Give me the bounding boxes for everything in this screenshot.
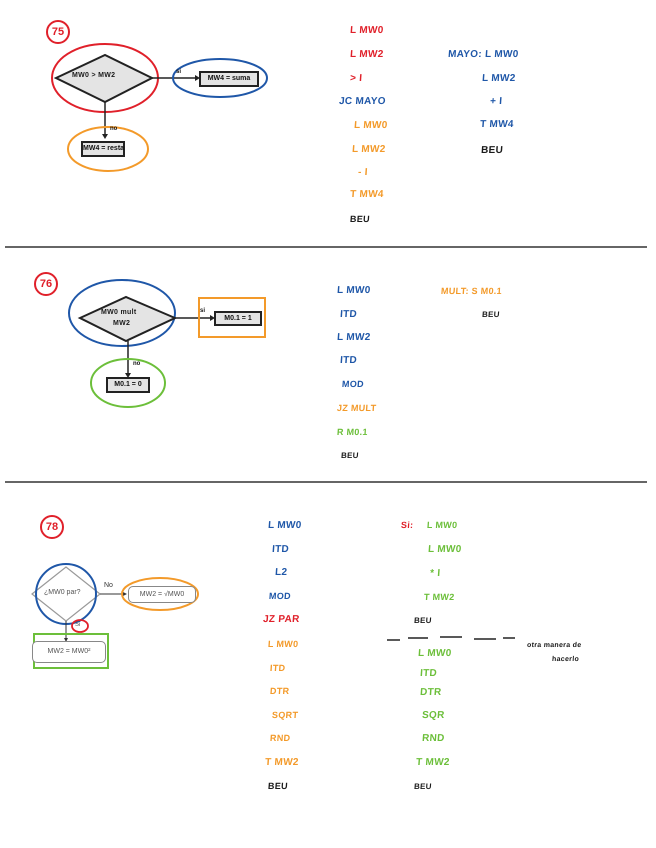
- ex76-yes-action: M0.1 = 1: [214, 311, 262, 326]
- ex76-condition-highlight: [68, 279, 176, 347]
- ex75-no-action: MW4 = resta: [81, 141, 125, 157]
- code-line: RND: [421, 733, 445, 744]
- ex75-no-label: no: [110, 126, 118, 132]
- ex78-no-action: MW2 = √MW0: [128, 586, 196, 603]
- code-line: ITD: [339, 309, 358, 320]
- code-line: * I: [429, 568, 441, 579]
- code-line: SQRT: [271, 710, 299, 720]
- code-line: DTR: [419, 687, 442, 698]
- code-line: ITD: [269, 663, 286, 673]
- code-line: ITD: [419, 668, 438, 679]
- code-line: T MW2: [415, 757, 451, 768]
- ex78-yes-action: MW2 = MW0²: [32, 641, 106, 663]
- ex76-yes-label: si: [200, 308, 206, 314]
- ex75-yes-arrowhead: [195, 75, 200, 81]
- code-line: T MW2: [264, 757, 300, 768]
- code-line: L MW0: [267, 639, 299, 649]
- code-line: BEU: [413, 782, 433, 791]
- code-line: BEU: [413, 616, 433, 625]
- ex75-no-arrowhead: [102, 134, 108, 139]
- code-line: JZ PAR: [262, 614, 301, 625]
- code-line: MULT: S M0.1: [440, 286, 503, 296]
- code-line: - I: [357, 167, 369, 178]
- code-line: L MW0: [349, 25, 384, 36]
- section-separator: [5, 481, 647, 483]
- code-line: MOD: [268, 591, 292, 601]
- code-line: L MW0: [353, 120, 388, 131]
- code-line: > I: [349, 73, 363, 84]
- ex78-no-arrowhead: [123, 592, 127, 596]
- code-label-si: Si:: [400, 520, 414, 530]
- code-line: BEU: [480, 145, 504, 156]
- ex78-yes-label-highlight: [71, 619, 89, 633]
- code-line: L MW2: [481, 73, 516, 84]
- ex78-no-highlight: [121, 577, 199, 611]
- code-line: L MW0: [426, 520, 458, 530]
- ex76-yes-arrowhead: [210, 315, 215, 321]
- section-separator: [5, 246, 647, 248]
- ex76-condition-line1: MW0 mult: [101, 309, 137, 316]
- code-line: L MW0: [427, 544, 462, 555]
- code-line: ITD: [339, 355, 358, 366]
- code-line: L2: [274, 567, 288, 578]
- code-line: DTR: [269, 686, 290, 696]
- code-line: T MW2: [423, 592, 455, 602]
- code-line: L MW2: [351, 144, 386, 155]
- code-line: T MW4: [479, 119, 515, 130]
- code-line: JC MAYO: [338, 96, 387, 107]
- code-line: R M0.1: [336, 427, 369, 437]
- ex75-yes-label: si: [176, 69, 182, 75]
- exercise-number-76: 76: [34, 272, 58, 296]
- ex76-flowchart: [68, 279, 266, 408]
- ex78-yes-label: Si: [75, 622, 81, 628]
- code-line: MOD: [341, 379, 365, 389]
- code-line: L MW2: [336, 332, 371, 343]
- exercise-number-78: 78: [40, 515, 64, 539]
- ex78-alt-dashed-separator: [387, 636, 515, 641]
- code-line: T MW4: [349, 189, 385, 200]
- ex76-no-highlight: [90, 358, 166, 408]
- ex76-yes-highlight: [198, 297, 266, 338]
- ex76-condition-line2: MW2: [113, 320, 131, 327]
- code-line: JZ MULT: [336, 403, 377, 413]
- code-line: L MW0: [336, 285, 371, 296]
- ex75-yes-highlight: [172, 58, 268, 98]
- code-line: L MW0: [417, 648, 452, 659]
- code-line: SQR: [421, 710, 445, 721]
- ex78-no-label: No: [104, 582, 113, 589]
- code-line: + I: [489, 96, 503, 107]
- code-line: L MW0: [267, 520, 302, 531]
- ex76-no-action: M0.1 = 0: [106, 377, 150, 393]
- ex75-flowchart: [51, 43, 268, 172]
- code-line: BEU: [481, 310, 501, 319]
- code-line: BEU: [349, 214, 371, 224]
- alt-note-line2: hacerlo: [551, 656, 580, 663]
- ex75-condition-text: MW0 > MW2: [72, 72, 116, 79]
- code-line: BEU: [267, 781, 289, 791]
- ex78-condition-text: ¿MW0 par?: [44, 589, 81, 596]
- ex78-flowchart: [31, 563, 199, 669]
- code-line: L MW2: [349, 49, 384, 60]
- exercise-number-75: 75: [46, 20, 70, 44]
- ex75-no-highlight: [67, 126, 149, 172]
- code-line: BEU: [340, 451, 360, 460]
- code-line: MAYO: L MW0: [447, 49, 519, 60]
- ex76-no-label: no: [133, 361, 141, 367]
- ex76-no-arrowhead: [125, 373, 131, 378]
- alt-note-line1: otra manera de: [526, 642, 582, 649]
- ex75-yes-action: MW4 = suma: [199, 71, 259, 87]
- ex78-yes-arrowhead: [64, 638, 68, 642]
- code-line: RND: [269, 733, 291, 743]
- code-line: ITD: [271, 544, 290, 555]
